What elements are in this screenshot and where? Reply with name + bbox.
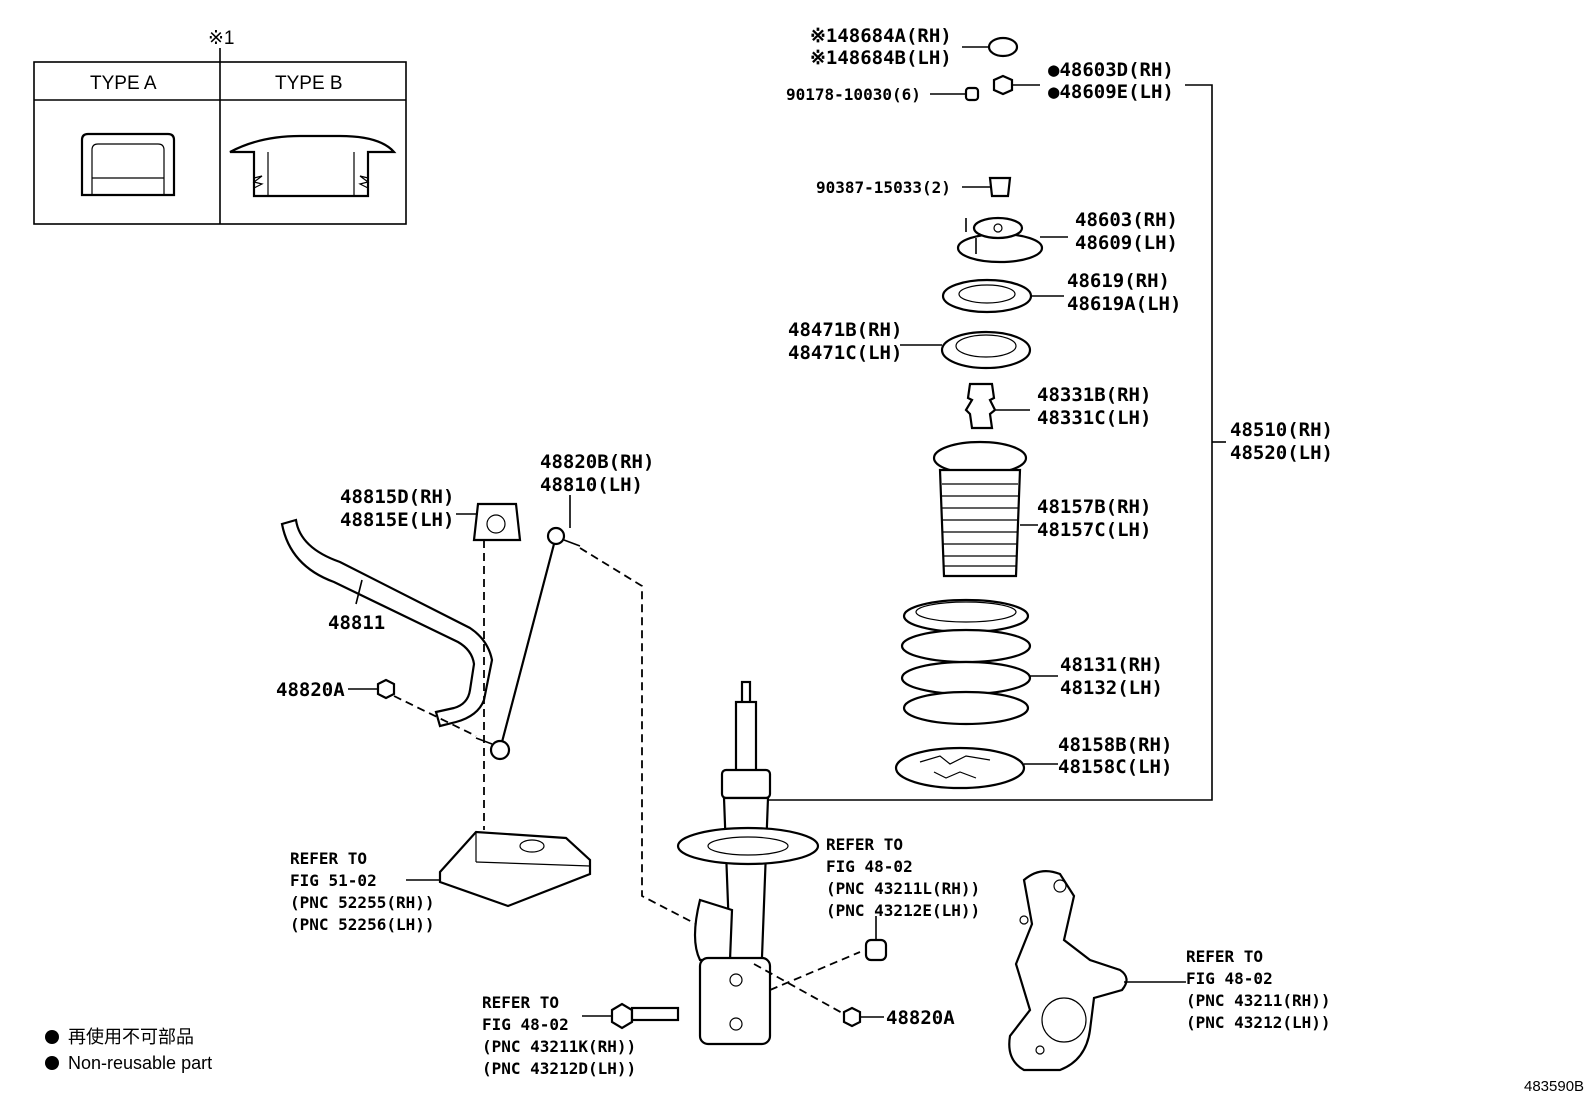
label-bearing-rh: 48471B(RH) (788, 319, 902, 341)
ref-knuckle-l3: (PNC 43211(RH)) (1186, 991, 1331, 1010)
crossmember-bracket (406, 830, 592, 908)
type-b-header: TYPE B (275, 73, 343, 94)
label-spring-lh: 48132(LH) (1060, 677, 1163, 699)
label-bushing-rh: 48815D(RH) (340, 486, 454, 508)
label-bolt-90178: 90178-10030(6) (786, 85, 921, 104)
ref-strut-bolt-l2: FIG 48-02 (826, 857, 913, 876)
strut-upper-nut (864, 916, 888, 962)
ref-crossmember-l3: (PNC 52255(RH)) (290, 893, 435, 912)
label-spring-rh: 48131(RH) (1060, 654, 1163, 676)
ref-strut-bolt-l4: (PNC 43212E(LH)) (826, 901, 980, 920)
label-support-lh: 48609(LH) (1075, 232, 1178, 254)
ref-strut-bolt-l1: REFER TO (826, 835, 903, 854)
ref-strut-bolt-l3: (PNC 43211L(RH)) (826, 879, 980, 898)
label-support-rh: 48603(RH) (1075, 209, 1178, 231)
label-insulator-rh: 48158B(RH) (1058, 734, 1172, 756)
label-bushing-lh: 48815E(LH) (340, 509, 454, 531)
label-link-nut-2: 48820A (886, 1007, 955, 1029)
ref-lower-bolt-l3: (PNC 43211K(RH)) (482, 1037, 636, 1056)
shock-absorber (676, 680, 820, 1046)
link-nut-lower: 48820A (842, 1006, 955, 1029)
ref-lower-bolt: REFER TO FIG 48-02 (PNC 43211K(RH)) (PNC… (482, 993, 636, 1078)
label-link-nut-1: 48820A (276, 679, 345, 701)
label-nut-90387: 90387-15033(2) (816, 178, 951, 197)
type-table-note-mark: ※1 (208, 28, 235, 49)
type-a-header: TYPE A (90, 73, 157, 94)
ref-crossmember-l4: (PNC 52256(LH)) (290, 915, 435, 934)
dust-boot: 48157B(RH) 48157C(LH) (932, 440, 1151, 578)
strut-assembly-bracket: 48510(RH) 48520(LH) (758, 84, 1333, 801)
ref-lower-bolt-l4: (PNC 43212D(LH)) (482, 1059, 636, 1078)
ref-lower-bolt-l2: FIG 48-02 (482, 1015, 569, 1034)
label-boot-rh: 48157B(RH) (1037, 496, 1151, 518)
stabilizer-link: 48820B(RH) 48810(LH) (475, 451, 654, 761)
support-mount: 48603(RH) 48609(LH) (956, 209, 1178, 264)
ref-lower-bolt-l1: REFER TO (482, 993, 559, 1012)
type-a-cap-image (80, 132, 176, 197)
type-b-cap-image (229, 134, 397, 198)
label-boot-lh: 48157C(LH) (1037, 519, 1151, 541)
legend-bullet-icon (45, 1056, 59, 1070)
ref-crossmember-l1: REFER TO (290, 849, 367, 868)
label-link-lh: 48810(LH) (540, 474, 643, 496)
upper-spring-seat: 48619(RH) 48619A(LH) (941, 270, 1181, 315)
bolt-90178: 90178-10030(6) (786, 85, 980, 104)
bearing: 48471B(RH) 48471C(LH) (788, 319, 1032, 370)
lower-insulator: 48158B(RH) 48158C(LH) (894, 734, 1172, 790)
label-bumper-lh: 48331C(LH) (1037, 407, 1151, 429)
ref-knuckle-l2: FIG 48-02 (1186, 969, 1273, 988)
legend-en: Non-reusable part (68, 1053, 212, 1073)
ref-crossmember: REFER TO FIG 51-02 (PNC 52255(RH)) (PNC … (290, 849, 435, 934)
ref-knuckle: REFER TO FIG 48-02 (PNC 43211(RH)) (PNC … (1186, 947, 1331, 1032)
label-top-nut-lh: ●48609E(LH) (1048, 81, 1174, 103)
stabilizer-bushing: 48815D(RH) 48815E(LH) (340, 486, 522, 542)
label-bearing-lh: 48471C(LH) (788, 342, 902, 364)
figure-id: 483590B (1524, 1078, 1584, 1095)
ref-knuckle-l4: (PNC 43212(LH)) (1186, 1013, 1331, 1032)
label-link-rh: 48820B(RH) (540, 451, 654, 473)
coil-spring: 48131(RH) 48132(LH) (900, 598, 1163, 726)
ref-strut-bolt: REFER TO FIG 48-02 (PNC 43211L(RH)) (PNC… (826, 835, 980, 920)
dashed-connectors (393, 540, 861, 1015)
upper-cap: ※148684A(RH) ※148684B(LH) (810, 25, 1019, 69)
top-nut: ●48603D(RH) ●48609E(LH) (992, 59, 1174, 103)
label-upper-seat-rh: 48619(RH) (1067, 270, 1170, 292)
label-assy-rh: 48510(RH) (1230, 419, 1333, 441)
link-nut-upper: 48820A (276, 678, 396, 701)
label-top-nut-rh: ●48603D(RH) (1048, 59, 1174, 81)
label-cap-lh: ※148684B(LH) (810, 47, 952, 69)
label-stabilizer-bar: 48811 (328, 612, 385, 634)
type-table: ※1 TYPE A TYPE B (33, 28, 407, 225)
steering-knuckle (1008, 869, 1186, 1072)
label-assy-lh: 48520(LH) (1230, 442, 1333, 464)
legend-jp: 再使用不可部品 (68, 1027, 194, 1047)
ref-knuckle-l1: REFER TO (1186, 947, 1263, 966)
label-insulator-lh: 48158C(LH) (1058, 756, 1172, 778)
nut-90387: 90387-15033(2) (816, 176, 1012, 198)
legend: 再使用不可部品 Non-reusable part (45, 1027, 212, 1073)
label-bumper-rh: 48331B(RH) (1037, 384, 1151, 406)
label-cap-rh: ※148684A(RH) (810, 25, 952, 47)
stabilizer-bar: 48811 (280, 518, 494, 728)
bump-stopper: 48331B(RH) 48331C(LH) (964, 382, 1151, 430)
ref-crossmember-l2: FIG 51-02 (290, 871, 377, 890)
label-upper-seat-lh: 48619A(LH) (1067, 293, 1181, 315)
legend-bullet-icon (45, 1030, 59, 1044)
strut-lower-bolt (582, 1002, 680, 1030)
